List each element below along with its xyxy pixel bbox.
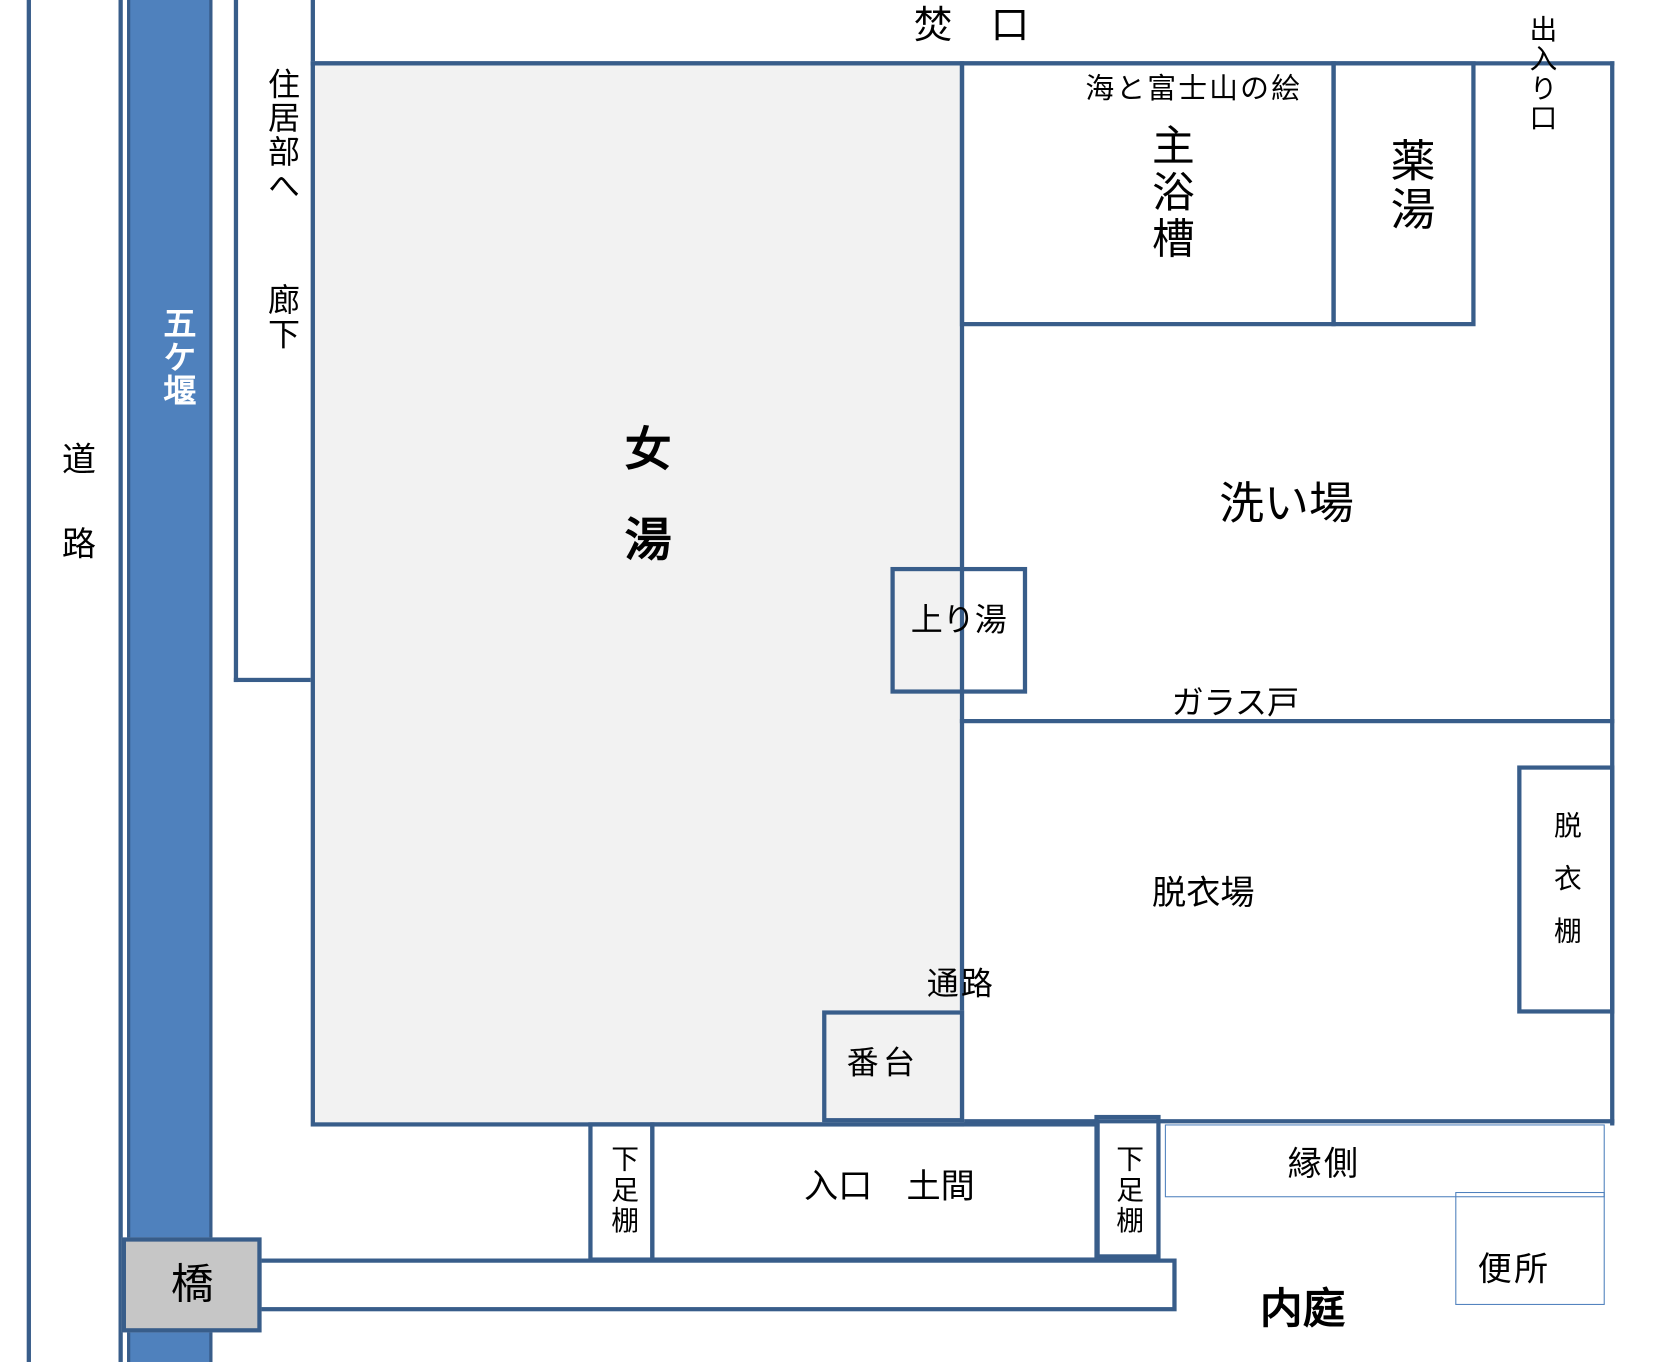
attendant-platform-label: 番台 [846, 1045, 920, 1083]
corridor-to-label: 住居部へ [261, 67, 299, 203]
bridge-label: 橋 [170, 1260, 214, 1310]
road-edge-line-left [26, 0, 31, 1362]
bridge-box [121, 1237, 262, 1333]
right-wall-line [1610, 61, 1615, 1126]
clothes-shelf-box [1517, 765, 1615, 1014]
rinse-water-label: 上り湯 [910, 601, 1007, 639]
medicinal-bath-box [1331, 61, 1476, 327]
washing-area-label: 洗い場 [1219, 477, 1354, 529]
clothes-shelf-label: 脱衣棚 [1549, 810, 1582, 970]
shoe-shelf-right-box [1094, 1114, 1161, 1259]
road-edge-line-right [118, 0, 123, 1362]
womens-bath-box [310, 61, 965, 1127]
changing-room-bottom-line [959, 1119, 1615, 1124]
passage-label: 通路 [926, 966, 996, 1004]
glass-door-label: ガラス戸 [1171, 685, 1300, 723]
canal-band [127, 0, 213, 1362]
toilet-box [1455, 1191, 1605, 1305]
changing-room-label: 脱衣場 [1152, 872, 1255, 913]
road-label: 道路 [56, 441, 98, 611]
walkway-box [257, 1258, 1177, 1312]
mural-label: 海と富士山の絵 [1085, 72, 1303, 106]
stoke-hole-label: 焚 口 [913, 4, 1030, 48]
glass-door-line [959, 718, 1615, 724]
rinse-water-box [890, 566, 1028, 694]
attendant-platform-box [822, 1010, 965, 1123]
medicinal-bath-label: 薬湯 [1383, 137, 1437, 235]
entrance-label: 入口 土間 [803, 1165, 975, 1206]
shoe-shelf-left-label: 下足棚 [606, 1144, 639, 1237]
corridor-label: 廊下 [261, 282, 299, 353]
veranda-label: 縁側 [1287, 1143, 1361, 1184]
canal-label: 五ケ堰 [156, 306, 196, 408]
shoe-shelf-right-label: 下足棚 [1111, 1144, 1144, 1237]
toilet-label: 便所 [1477, 1249, 1551, 1290]
main-tub-label: 主浴槽 [1144, 123, 1194, 263]
inner-garden-label: 内庭 [1259, 1284, 1346, 1334]
side-entrance-label: 出入り口 [1524, 14, 1557, 134]
veranda-box [1164, 1124, 1605, 1198]
womens-bath-label: 女湯 [616, 424, 671, 607]
